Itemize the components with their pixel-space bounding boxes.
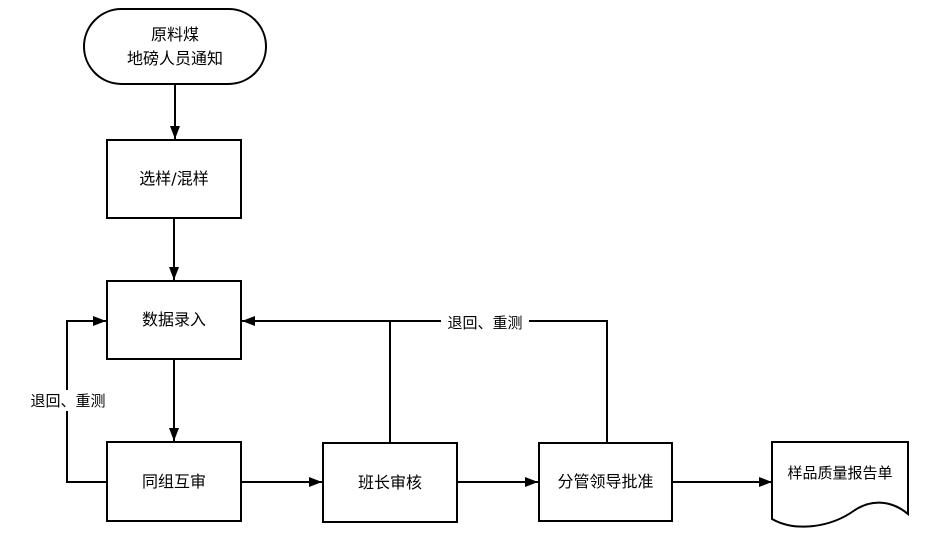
node-foreman-review: 班长审核 bbox=[322, 442, 458, 523]
sampling-label: 选样/混样 bbox=[139, 169, 209, 189]
edge-label-return-left: 退回、重测 bbox=[26, 390, 110, 411]
node-leader-approval: 分管领导批准 bbox=[538, 442, 673, 522]
leader-approval-label: 分管领导批准 bbox=[557, 472, 654, 492]
foreman-review-label: 班长审核 bbox=[357, 472, 422, 492]
start-label-line1: 原料煤 bbox=[150, 25, 199, 45]
document-shape bbox=[771, 441, 909, 528]
report-label: 样品质量报告单 bbox=[787, 463, 893, 482]
data-entry-label: 数据录入 bbox=[141, 310, 206, 330]
peer-review-label: 同组互审 bbox=[141, 471, 206, 491]
node-peer-review: 同组互审 bbox=[106, 441, 242, 522]
node-start-terminator: 原料煤 地磅人员通知 bbox=[83, 8, 267, 85]
edge-label-return-right: 退回、重测 bbox=[441, 312, 529, 333]
start-label-line2: 地磅人员通知 bbox=[126, 48, 223, 68]
node-report-document: 样品质量报告单 bbox=[772, 442, 908, 502]
connector-leader-return-to-dataentry bbox=[242, 316, 608, 442]
node-data-entry: 数据录入 bbox=[106, 280, 242, 360]
node-sampling: 选样/混样 bbox=[106, 139, 242, 219]
